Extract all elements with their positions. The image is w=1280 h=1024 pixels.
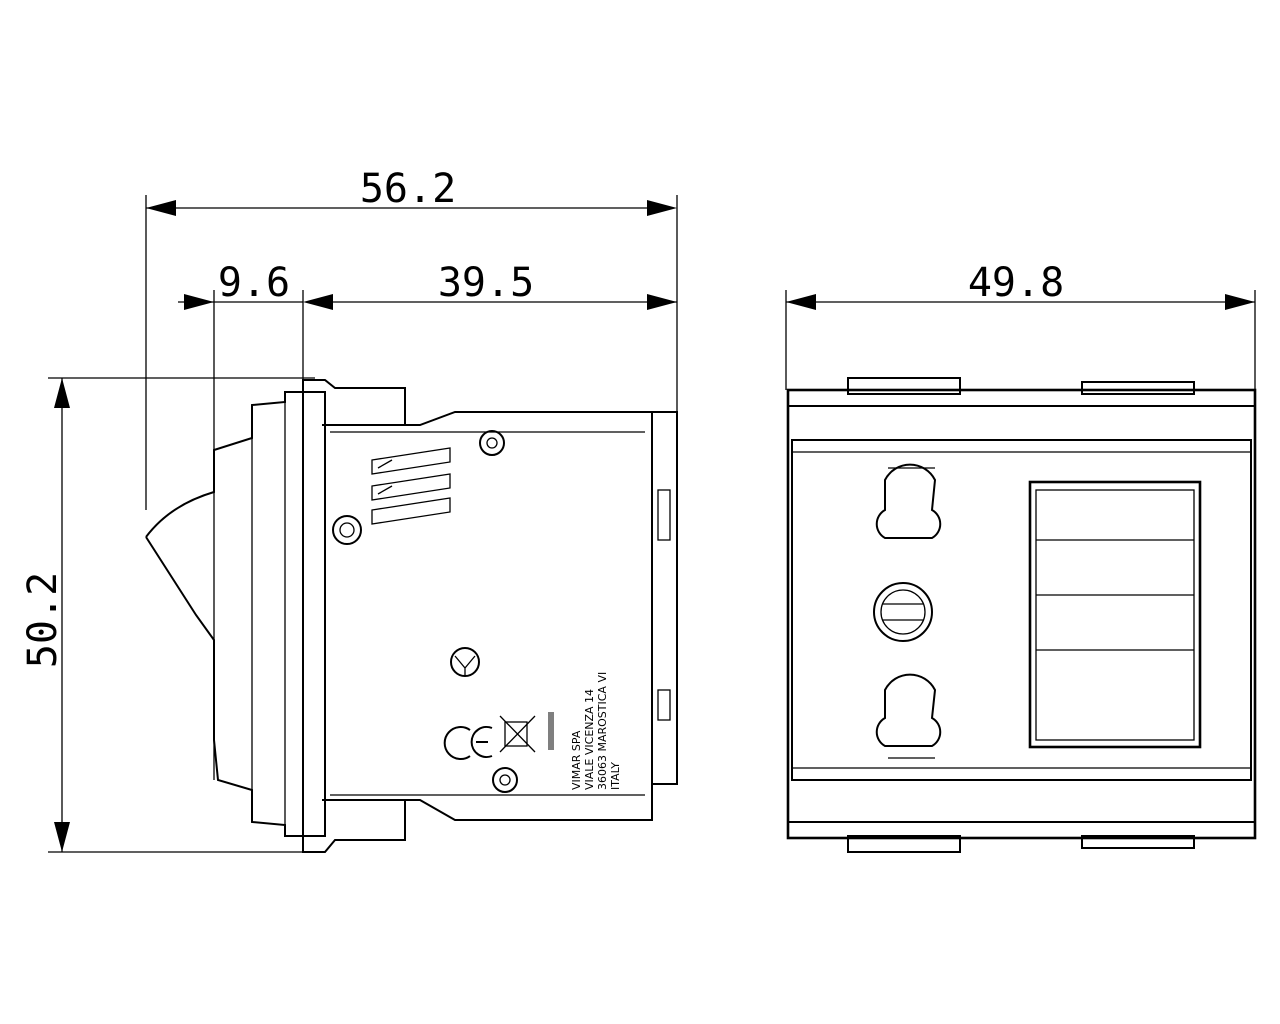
socket-pin-hole-icon — [875, 673, 942, 759]
dimension-front-protrusion: 9.6 — [178, 260, 333, 450]
screw-icon — [479, 430, 505, 456]
address-line-2: VIALE VICENZA 14 — [583, 689, 596, 790]
address-line-4: ITALY — [609, 762, 622, 790]
dimension-overall-depth: 56.2 — [145, 166, 678, 510]
imq-mark-icon — [450, 647, 480, 677]
screw-icon — [492, 767, 518, 793]
address-line-1: VIMAR SPA — [570, 730, 583, 790]
ce-mark-icon — [443, 726, 493, 760]
socket-pin-hole-icon — [875, 463, 942, 539]
screw-icon — [332, 515, 362, 545]
earth-hole-icon — [873, 582, 933, 642]
usb-port-icon — [1028, 480, 1202, 749]
dimension-body-depth: 39.5 — [333, 260, 677, 310]
dim-label-height: 50.2 — [20, 572, 66, 668]
vent-slots — [371, 447, 451, 525]
dimension-width: 49.8 — [785, 260, 1256, 390]
dim-label-body-depth: 39.5 — [438, 260, 534, 306]
dim-label-front-protrusion: 9.6 — [218, 260, 290, 306]
dim-label-width: 49.8 — [968, 260, 1064, 306]
front-view — [786, 377, 1257, 853]
side-view: VIMAR SPA VIALE VICENZA 14 36063 MAROSTI… — [145, 379, 678, 853]
dimension-height: 50.2 — [20, 377, 315, 853]
weee-crossed-bin-icon — [499, 712, 554, 753]
manufacturer-address: VIMAR SPA VIALE VICENZA 14 36063 MAROSTI… — [570, 672, 622, 790]
dim-label-overall-depth: 56.2 — [360, 166, 456, 212]
address-line-3: 36063 MAROSTICA VI — [596, 672, 609, 790]
